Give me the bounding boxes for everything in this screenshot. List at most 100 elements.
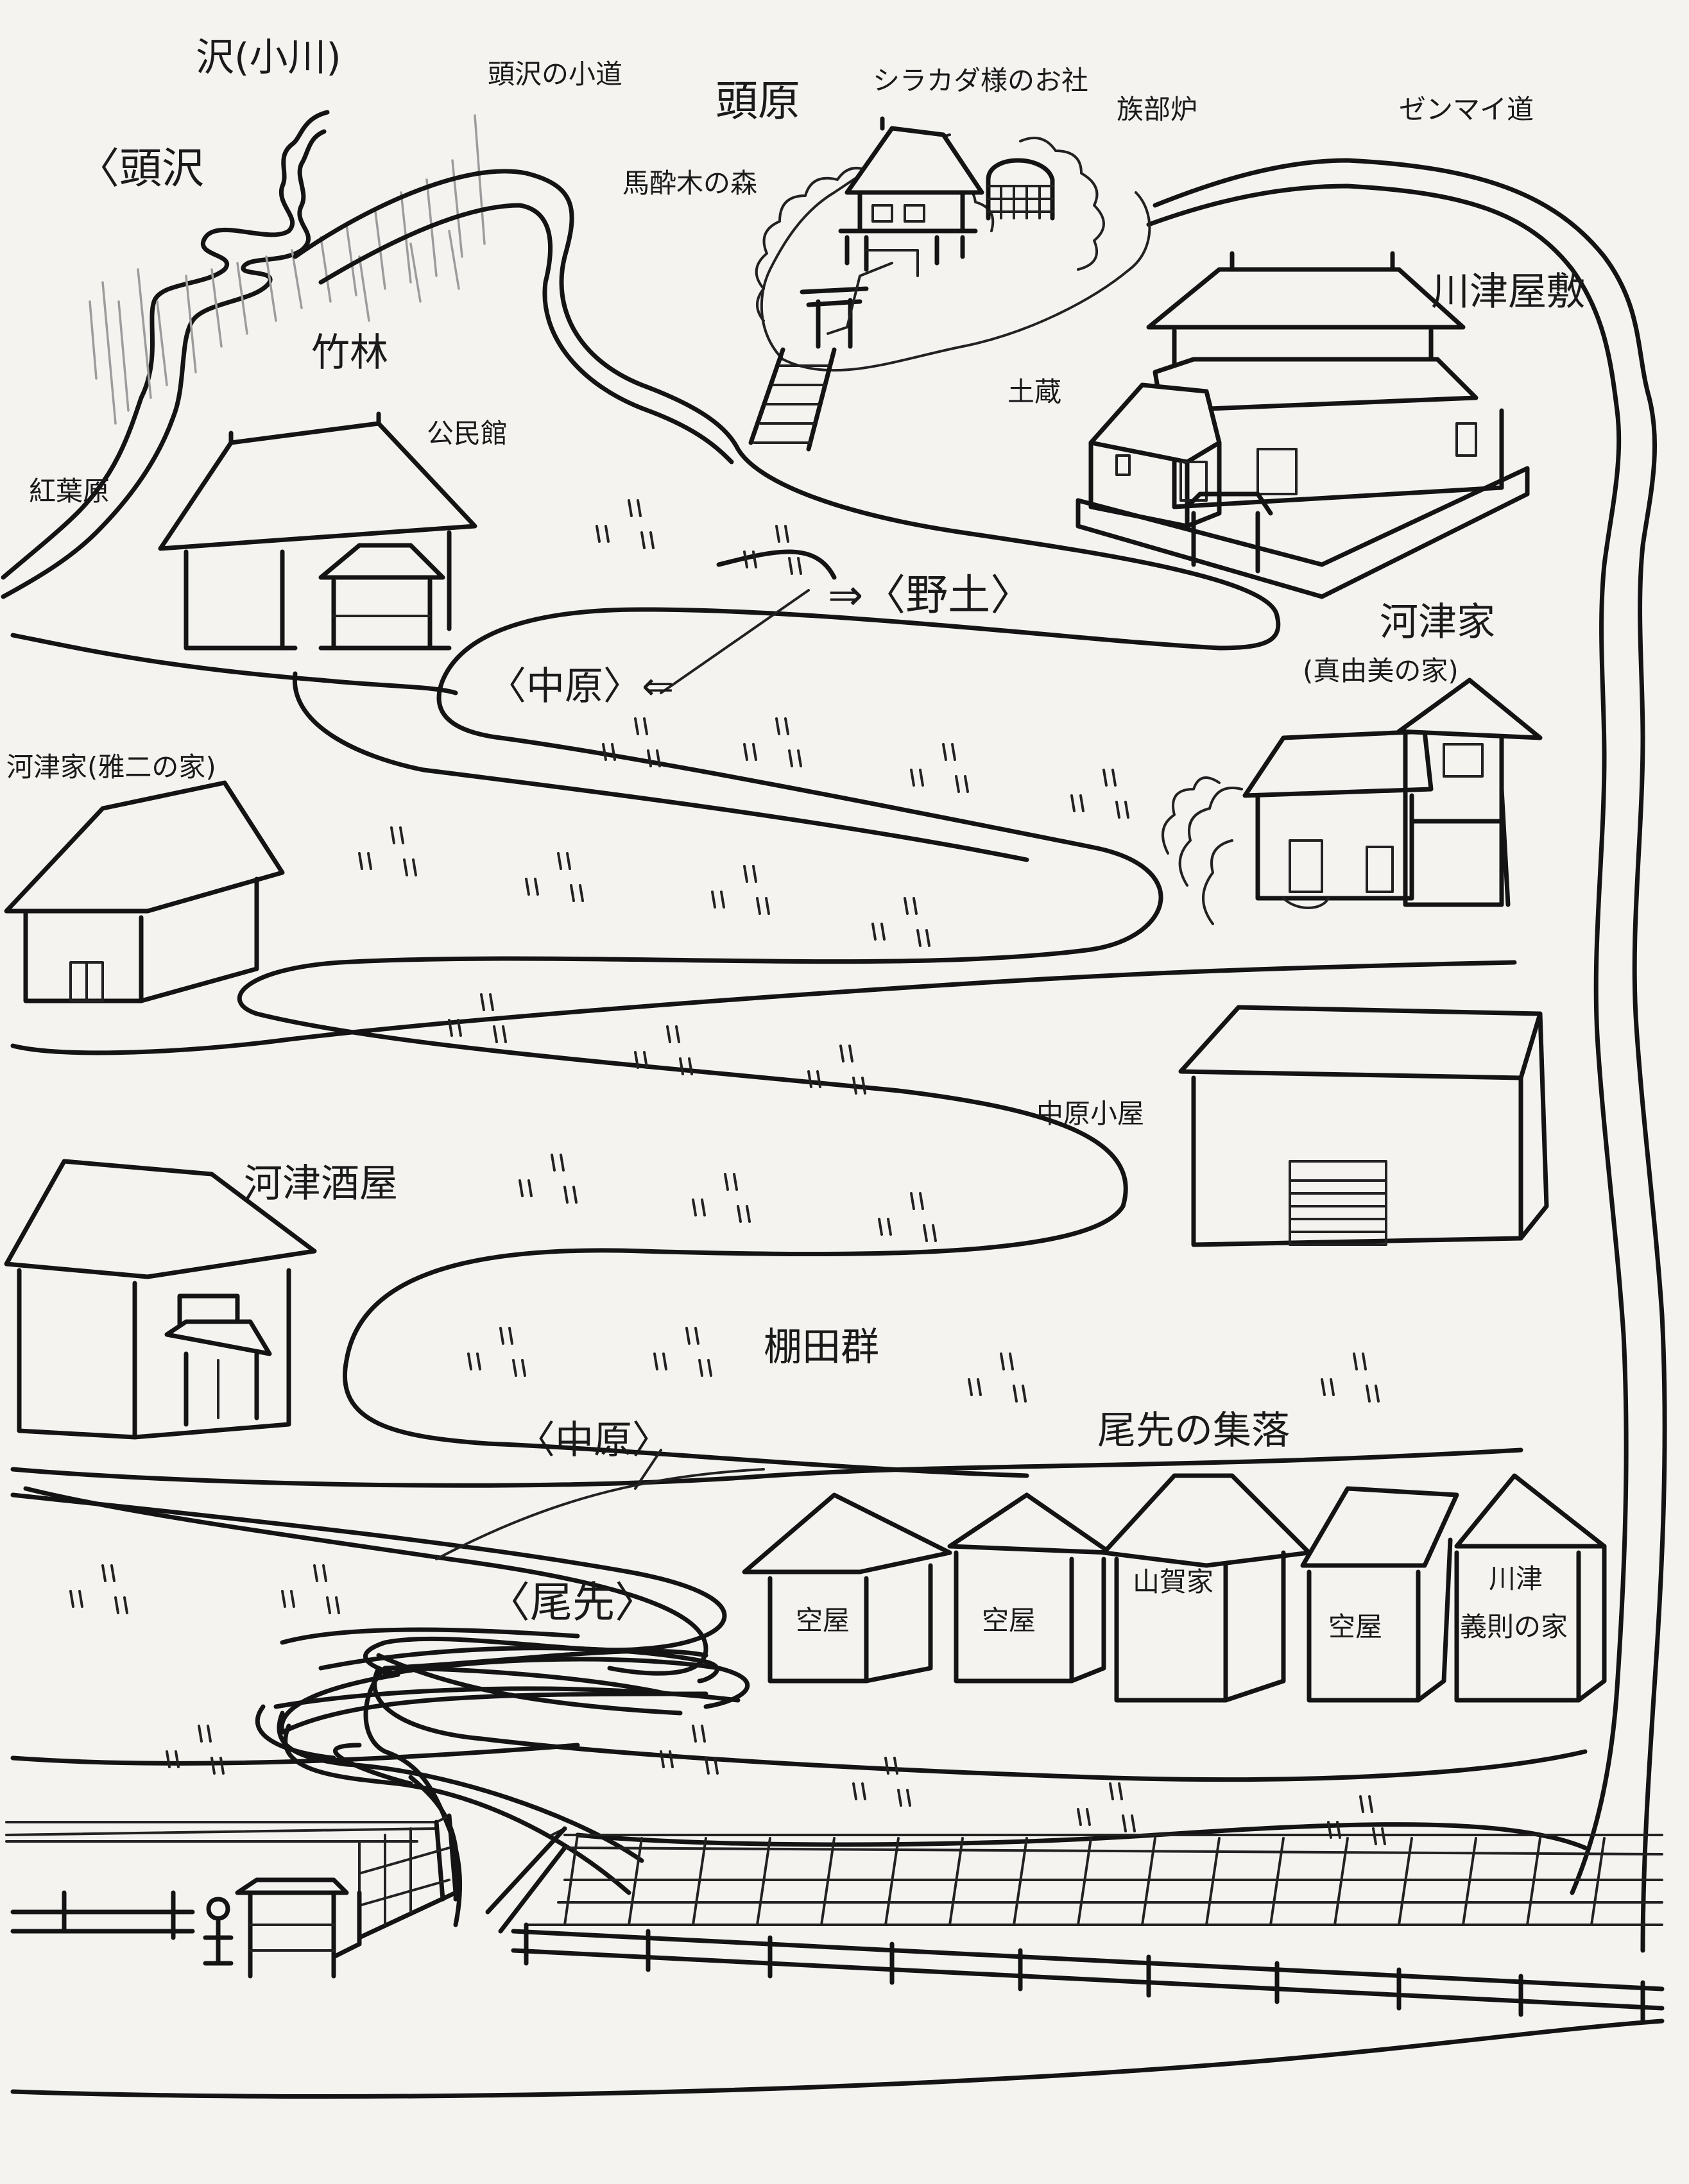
kawazu-mansion [1076,251,1530,599]
label-momijihara: 紅葉原 [29,475,110,507]
label-kashirahara: 頭原 [716,76,800,126]
grass-tuft [596,525,610,543]
grass-tufts [69,499,1386,1845]
label-kawazu-mayumi-title: 河津家 [1380,600,1495,645]
label-kawazu-mayumi-sub: (真由美の家) [1303,655,1459,687]
grass-tuft [493,1025,507,1043]
grass-tuft [775,717,789,735]
grass-tuft [666,1025,680,1043]
label-zenmai-path: ゼンマイ道 [1399,94,1534,125]
row-house-4-label: 空屋 [1328,1611,1382,1642]
grass-tuft [557,852,571,870]
kawazu-mayumi-house [1162,678,1543,925]
grass-tuft [871,923,886,941]
text-labels: 沢(小川) 〈頭沢 頭沢の小道 頭原 シラカダ様のお社 族部炉 ゼンマイ道 馬酔… [6,35,1585,1642]
label-kashirasawa: 〈頭沢 [77,144,204,193]
grass-tuft [839,1045,853,1062]
grass-tuft [69,1590,83,1608]
label-horse-tree-grove: 馬酔木の森 [622,167,757,199]
grass-tuft [653,1352,667,1370]
grass-tuft [326,1596,340,1614]
grass-tuft [852,1782,866,1800]
grass-tuft [1321,1378,1335,1396]
row-house-5 [1454,1473,1607,1703]
grass-tuft [660,1750,674,1768]
row-house-2-label: 空屋 [982,1605,1036,1636]
grass-tuft [692,1725,706,1743]
grass-tuft [910,769,924,787]
label-nakahara-1: 〈中原〉⇐ [488,664,674,709]
road-network [10,158,1667,2099]
grass-tuft [563,1186,578,1204]
grass-tuft [403,858,417,876]
label-furnace: 族部炉 [1117,94,1197,125]
nakahara-hut [1178,1005,1549,1247]
grass-tuft [358,852,372,870]
grass-tuft [807,1070,821,1088]
grass-tuft [916,929,930,947]
grass-tuft [724,1173,738,1191]
grass-tuft [955,775,969,793]
label-kawazu-mansion: 川津屋敷 [1431,269,1585,314]
grass-tuft [210,1757,225,1775]
grass-tuft [467,1352,481,1370]
grass-tuft [499,1327,513,1345]
label-shrine: シラカダ様のお社 [873,65,1088,96]
grass-tuft [1102,769,1117,787]
grass-tuft [313,1564,327,1582]
grass-tuft [852,1077,866,1095]
grass-tuft [1000,1352,1014,1370]
label-kashirasawa-path: 頭沢の小道 [488,58,622,90]
fences [5,1813,1665,2024]
grass-tuft [640,531,655,549]
grass-tuft [1122,1814,1136,1832]
row-house-5-label-1: 川津 [1489,1563,1543,1594]
grass-tuft [1366,1385,1380,1403]
grass-tuft [448,1019,462,1037]
grass-tuft [390,826,404,844]
label-kawazu-sakaya: 河津酒屋 [244,1161,398,1206]
grass-tuft [634,717,648,735]
grass-tuft [166,1750,180,1768]
arrows [435,589,810,1560]
grass-tuft [968,1378,982,1396]
grass-tuft [788,749,802,767]
label-osaki: 〈尾先〉 [488,1578,657,1627]
grass-tuft [737,1205,751,1223]
grass-tuft [628,499,642,517]
grass-tuft [570,884,584,902]
label-osaki-village: 尾先の集落 [1097,1408,1290,1453]
grass-tuft [519,1179,533,1197]
grass-tuft [1070,794,1085,812]
grass-tuft [692,1199,706,1216]
grass-tuft [743,743,757,761]
label-stream: 沢(小川) [196,35,341,80]
row-house-3-label: 山賀家 [1133,1566,1213,1598]
grass-tuft [647,749,661,767]
grass-tuft [1372,1827,1386,1845]
row-house-5-label-2: 義則の家 [1460,1611,1568,1642]
kawazu-masaji-house [4,780,285,1003]
grass-tuft [910,1192,924,1210]
shrine-hill [748,116,1151,452]
grass-tuft [1359,1795,1373,1813]
label-kawazu-masaji: 河津家(雅二の家) [6,751,216,783]
row-house-3 [1101,1473,1312,1703]
grass-tuft [114,1596,128,1614]
grass-tuft [1013,1385,1027,1403]
grass-tuft [685,1327,699,1345]
osaki-row-houses [742,1473,1607,1703]
label-nozuchi: ⇒〈野土〉 [828,570,1033,620]
label-terraced-fields: 棚田群 [764,1325,879,1370]
grass-tuft [198,1725,212,1743]
row-house-1-label: 空屋 [796,1605,850,1636]
row-house-2 [947,1492,1113,1684]
grass-tuft [923,1224,937,1242]
grass-tuft [480,993,494,1011]
label-storehouse: 土蔵 [1007,376,1061,407]
grass-tuft [551,1154,565,1172]
grass-tuft [942,743,956,761]
grass-tuft [634,1051,648,1069]
grass-tuft [602,743,616,761]
